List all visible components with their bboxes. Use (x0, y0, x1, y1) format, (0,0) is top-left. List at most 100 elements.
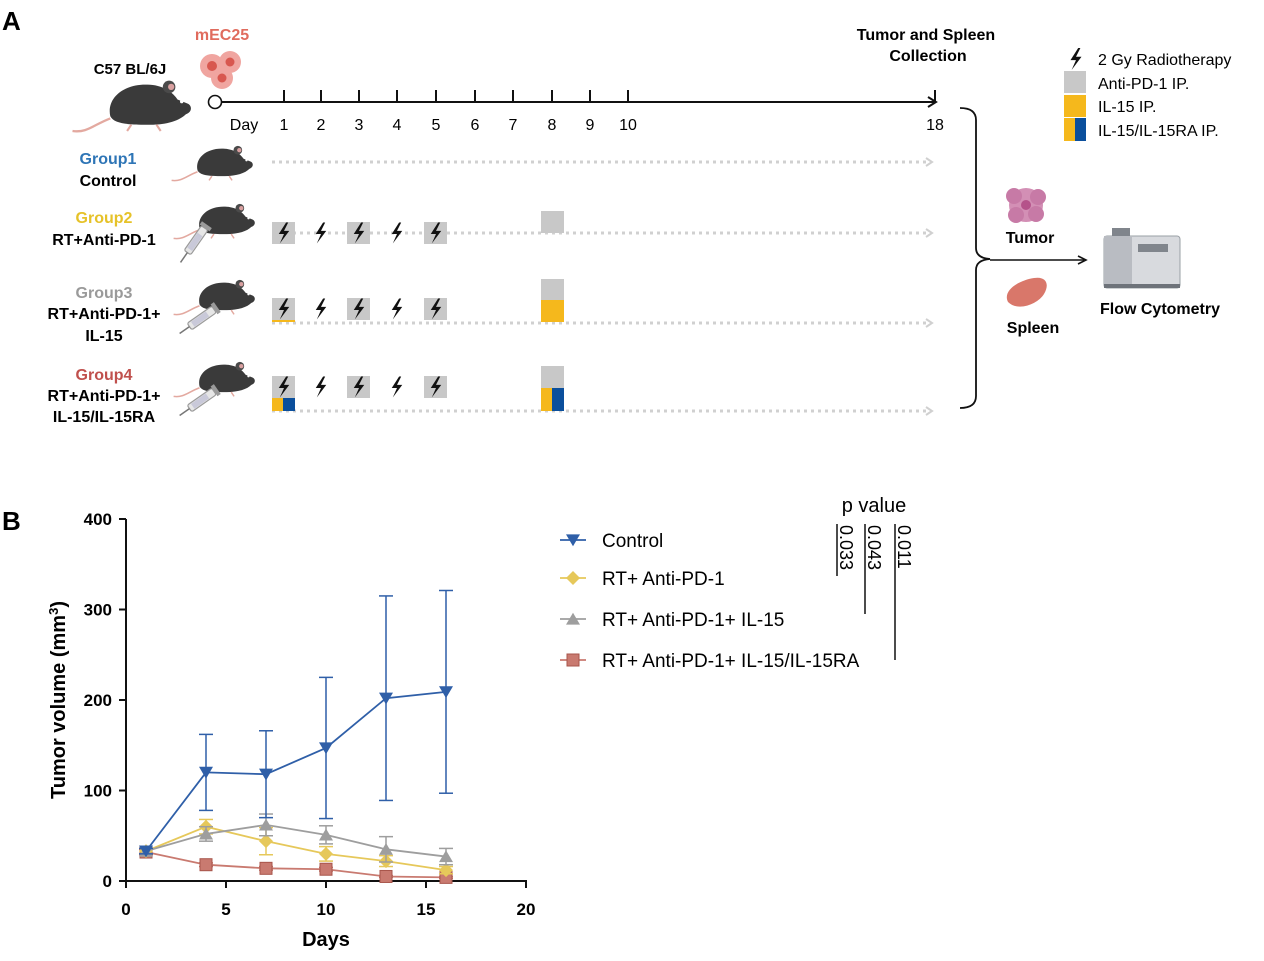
data-point (259, 818, 273, 831)
legend-anti-pd1-swatch (1064, 71, 1086, 93)
day-label: 9 (586, 117, 595, 134)
collection-bracket (959, 107, 1088, 409)
panel-a-label: A (2, 6, 21, 36)
data-point (439, 686, 453, 699)
y-tick-label: 100 (84, 782, 112, 801)
data-point (566, 653, 580, 667)
radiotherapy-icon (1070, 48, 1082, 70)
svg-text:0.033: 0.033 (836, 525, 856, 570)
collection-label-line1: Tumor and Spleen (857, 27, 995, 44)
anti-pd1-dose (541, 279, 564, 300)
group-4-name: Group4 (76, 367, 133, 384)
x-tick-label: 0 (121, 900, 130, 919)
y-axis-label: Tumor volume (mm3) (46, 601, 70, 799)
tumor-cells-icon (200, 51, 241, 89)
series-4 (139, 845, 453, 884)
radiotherapy-icon (391, 222, 403, 244)
data-point (199, 858, 213, 872)
y-tick-label: 400 (84, 510, 112, 529)
group-2-name: Group2 (76, 210, 133, 227)
group-1: Group1 Control (80, 145, 934, 190)
p-value-title: p value (842, 495, 907, 517)
collection-label-line2: Collection (889, 48, 966, 65)
day-label: 5 (432, 117, 441, 134)
day-label: 4 (393, 117, 402, 134)
day-label: 7 (509, 117, 518, 134)
data-point (259, 768, 273, 781)
svg-text:0.011: 0.011 (894, 525, 914, 569)
legend-il15ra: IL-15/IL-15RA IP. (1098, 123, 1219, 140)
legend-anti-pd1: Anti-PD-1 IP. (1098, 76, 1189, 93)
p-value-3: 0.011 (894, 524, 914, 660)
anti-pd1-dose (541, 366, 564, 388)
p-value-block: p value 0.033 0.043 0.011 (836, 495, 914, 660)
day-label: 6 (471, 117, 480, 134)
series-line (145, 851, 447, 879)
y-tick-label: 300 (84, 601, 112, 620)
data-point (259, 861, 273, 875)
x-tick-label: 5 (221, 900, 230, 919)
data-point (139, 845, 153, 858)
data-point (439, 850, 453, 863)
data-point (439, 863, 453, 878)
mouse-strain-label: C57 BL/6J (94, 61, 167, 78)
data-point (319, 742, 333, 755)
data-point (319, 828, 333, 841)
il15-dose (272, 388, 283, 411)
data-point (379, 869, 393, 883)
tumor-label: Tumor (1006, 230, 1055, 247)
syringe-icon (174, 220, 213, 267)
radiotherapy-icon (315, 222, 327, 244)
data-point (259, 834, 273, 849)
p-value-1: 0.033 (836, 524, 856, 576)
p-value-2: 0.043 (864, 524, 884, 614)
timeline-axis (207, 94, 938, 110)
data-point (379, 692, 393, 705)
group-4-line-1: RT+Anti-PD-1+ (48, 388, 161, 405)
data-point (566, 612, 580, 625)
svg-text:0.043: 0.043 (864, 525, 884, 570)
group-1-name: Group1 (80, 151, 137, 168)
spleen-icon (1006, 277, 1047, 307)
legend-label: RT+ Anti-PD-1 (602, 569, 725, 590)
legend-il15-swatch (1064, 95, 1086, 117)
radiotherapy-icon (315, 376, 327, 398)
il15-dose (541, 300, 564, 322)
series-1 (139, 589, 453, 858)
data-point (319, 862, 333, 876)
radiotherapy-icon (315, 298, 327, 320)
x-tick-label: 10 (317, 900, 336, 919)
legend-label: RT+ Anti-PD-1+ IL-15 (602, 610, 784, 631)
group-4-line-2: IL-15/IL-15RA (53, 409, 156, 426)
data-point (566, 571, 580, 585)
group-2: Group2 RT+Anti-PD-1 (52, 203, 934, 267)
legend-label: RT+ Anti-PD-1+ IL-15/IL-15RA (602, 651, 860, 672)
group-3: Group3 RT+Anti-PD-1+ IL-15 (48, 279, 934, 345)
group-4: Group4 RT+Anti-PD-1+ IL-15/IL-15RA (48, 361, 934, 426)
mouse-icon (71, 79, 193, 133)
spleen-label: Spleen (1007, 320, 1059, 337)
series-line (145, 690, 447, 852)
x-tick-label: 20 (517, 900, 536, 919)
day-word: Day (230, 117, 258, 134)
data-point (566, 534, 580, 547)
flow-cytometry-label: Flow Cytometry (1100, 301, 1220, 318)
legend-radiotherapy: 2 Gy Radiotherapy (1098, 52, 1231, 69)
legend-label: Control (602, 531, 663, 552)
series-line (145, 823, 447, 858)
legend-il15: IL-15 IP. (1098, 99, 1156, 116)
panel-b-label: B (2, 506, 21, 536)
x-tick-label: 15 (417, 900, 436, 919)
day-label: 2 (317, 117, 326, 134)
il15-dose (541, 388, 552, 411)
x-axis-label: Days (302, 929, 350, 951)
series-line (145, 825, 447, 872)
y-tick-label: 0 (103, 872, 112, 891)
day-label: 1 (280, 117, 289, 134)
data-point (379, 843, 393, 855)
legend-il15ra-swatch-left (1064, 118, 1075, 141)
group-3-line-2: IL-15 (85, 328, 122, 345)
flow-cytometer-icon (1103, 228, 1181, 289)
